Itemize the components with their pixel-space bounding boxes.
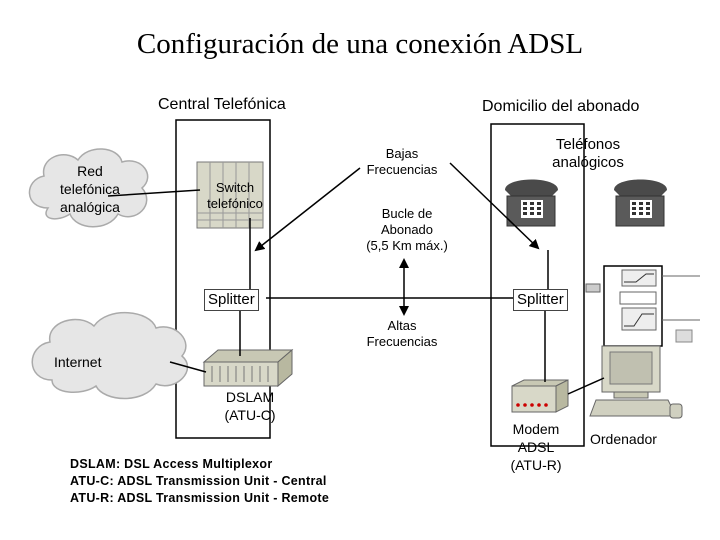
legend: DSLAM: DSL Access Multiplexor ATU-C: ADS… bbox=[70, 456, 329, 507]
modem-icon bbox=[511, 379, 569, 413]
computer-icon bbox=[589, 345, 683, 419]
link-internet-dslam bbox=[169, 361, 207, 373]
phone-icon-left bbox=[505, 179, 558, 227]
legend-atu-c: ATU-C: ADSL Transmission Unit - Central bbox=[70, 474, 327, 488]
arrow-bajas-left bbox=[254, 167, 361, 252]
splitter-schematic-icon bbox=[585, 265, 700, 347]
link-modem-computer bbox=[567, 377, 605, 395]
header-domicilio: Domicilio del abonado bbox=[482, 98, 640, 115]
splitter-right: Splitter bbox=[513, 289, 568, 311]
cloud-red-icon bbox=[28, 148, 149, 228]
cloud-internet-icon bbox=[31, 312, 189, 400]
splitter-left: Splitter bbox=[204, 289, 259, 311]
arrow-bajas-right bbox=[449, 162, 540, 250]
legend-dslam: DSLAM: DSL Access Multiplexor bbox=[70, 457, 273, 471]
legend-atu-r: ATU-R: ADSL Transmission Unit - Remote bbox=[70, 491, 330, 505]
phone-icon-right bbox=[614, 179, 667, 227]
page-title: Configuración de una conexión ADSL bbox=[136, 28, 584, 60]
central-box bbox=[175, 119, 271, 439]
dslam-label: DSLAM(ATU-C) bbox=[224, 389, 276, 423]
switch-icon bbox=[196, 161, 264, 229]
dslam-icon bbox=[202, 348, 294, 388]
domicilio-box bbox=[490, 123, 585, 447]
header-central: Central Telefónica bbox=[158, 96, 286, 113]
link-red-switch bbox=[107, 189, 201, 197]
ordenador-label: Ordenador bbox=[590, 431, 657, 447]
cloud-internet-label: Internet bbox=[54, 354, 102, 370]
